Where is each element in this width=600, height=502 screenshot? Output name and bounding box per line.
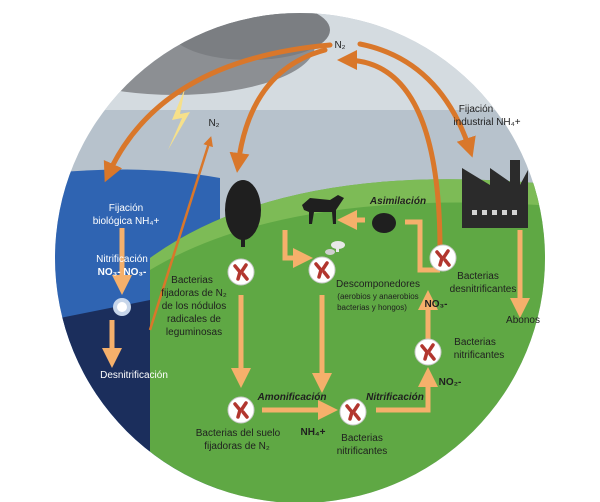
process-arrows [102, 210, 530, 420]
label-nh4: NH₄+ [300, 427, 325, 438]
label-industrial-2: industrial NH₄+ [453, 117, 520, 128]
label-biological-1: Fijación [109, 203, 143, 214]
bacteria-icon-legume [226, 257, 256, 287]
label-amonification: Amonificación [257, 392, 327, 403]
arc-to-industrial [357, 41, 476, 158]
bacteria-icon-decomposers [307, 255, 337, 285]
label-denitrification: Desnitrificación [100, 370, 168, 381]
label-legume-1: Bacterias [171, 275, 213, 286]
arrow-nitrification-bottom [376, 367, 438, 413]
label-no3-no3: NO₃- NO₃- [98, 267, 147, 278]
shrub-icon [372, 213, 396, 233]
deep-water [55, 300, 150, 502]
label-decomposers-1: Descomponedores [336, 279, 420, 290]
bacteria-icon-denitrifying [428, 243, 458, 273]
label-nitrification-left: Nitrificación [96, 254, 148, 265]
horse-icon [302, 195, 344, 224]
label-no3-right: NO₃- [425, 299, 448, 310]
label-nitrifying-bottom-1: Bacterias [341, 433, 383, 444]
arc-to-n2-mid [148, 136, 213, 331]
label-decomposers-3: bacterias y hongos) [337, 303, 407, 312]
label-assimilation: Asimilación [369, 196, 426, 207]
bubble-icon [113, 298, 131, 316]
tree-icon [225, 180, 261, 247]
label-abonos: Abonos [506, 315, 540, 326]
label-biological-2: biológica NH₄+ [93, 216, 160, 227]
label-nitrifying-right-1: Bacterias [454, 337, 496, 348]
label-nitrifying-bottom-2: nitrificantes [337, 446, 388, 457]
label-nitrifying-right-2: nitrificantes [454, 350, 505, 361]
arrow-shrub-down [405, 219, 440, 273]
label-decomposers-2: (aerobios y anaerobios [337, 292, 418, 301]
atmospheric-arcs [103, 41, 476, 253]
arc-to-biological-fixation [103, 42, 333, 183]
mushroom-icon [325, 241, 345, 255]
bacteria-icon-nitrifying-right [413, 337, 443, 367]
lightning-icon [168, 88, 190, 150]
label-soil-1: Bacterias del suelo [196, 428, 281, 439]
factory-icon [462, 160, 528, 228]
label-denitrifying-2: desnitrificantes [450, 284, 517, 295]
label-soil-2: fijadoras de N₂ [204, 441, 270, 452]
label-industrial-1: Fijación [459, 104, 493, 115]
arc-denitrification-up [337, 50, 443, 253]
label-n2-mid: N₂ [208, 118, 219, 129]
label-legume-3: de los nódulos [162, 301, 227, 312]
label-legume-5: leguminosas [166, 327, 222, 338]
label-no2: NO₂- [439, 377, 462, 388]
label-legume-4: radicales de [167, 314, 221, 325]
label-nitrification-bottom: Nitrificación [366, 392, 424, 403]
label-legume-2: fijadoras de N₂ [161, 288, 227, 299]
arc-to-tree [229, 47, 328, 173]
label-n2-top: N₂ [334, 40, 345, 51]
arrow-tree-to-decomp [282, 230, 313, 268]
bacteria-icon-nitrifying-bottom [338, 397, 368, 427]
label-denitrifying-1: Bacterias [457, 271, 499, 282]
bacteria-icon-soil [226, 395, 256, 425]
